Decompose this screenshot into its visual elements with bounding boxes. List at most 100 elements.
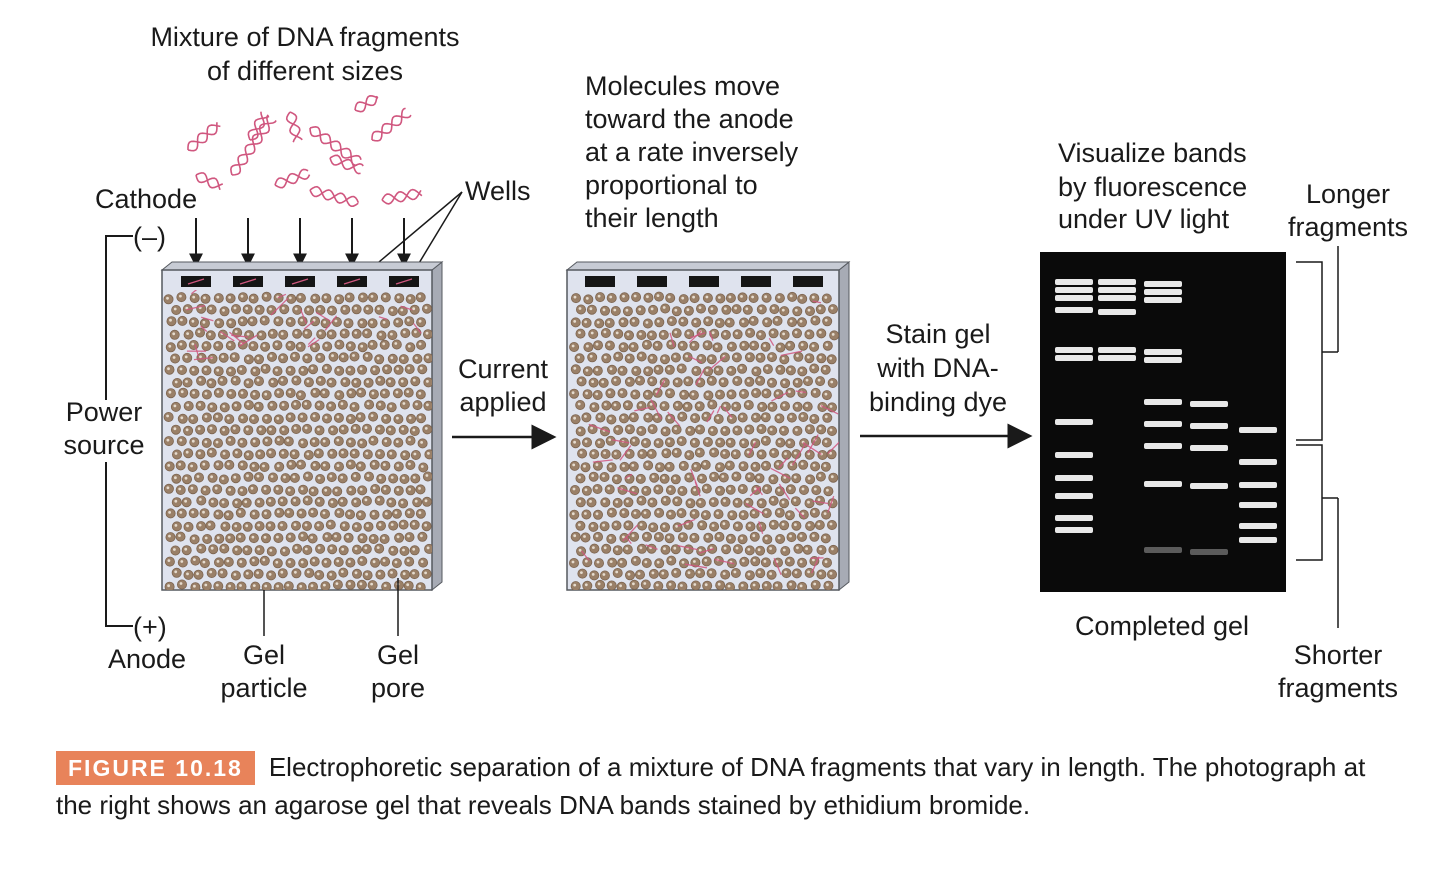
gel-particle (315, 375, 326, 386)
gel-particle-highlight (795, 404, 798, 408)
gel-particle (189, 365, 200, 376)
gel-particle (791, 473, 802, 484)
gel-particle-highlight (747, 330, 751, 334)
gel-particle-highlight (602, 573, 606, 576)
gel-particle-highlight (366, 380, 369, 384)
gel-particle-highlight (771, 450, 775, 454)
gel-particle-highlight (209, 307, 213, 310)
gel-particle-highlight (771, 522, 775, 526)
gel-particle (232, 327, 243, 338)
gel-particle (362, 351, 373, 362)
gel-particle-highlight (378, 476, 382, 480)
gel-particle-highlight (764, 583, 768, 587)
gel-particle-highlight (276, 390, 280, 394)
gel-particle (206, 378, 217, 389)
gel-particle-highlight (252, 439, 256, 443)
gel-particle (727, 510, 738, 521)
gel-particle-highlight (799, 534, 803, 538)
gel-particle-highlight (747, 474, 751, 478)
gel-particle-highlight (202, 462, 206, 466)
gel-particle-highlight (228, 391, 232, 395)
gel-particle (164, 581, 175, 590)
gel-particle (671, 447, 682, 458)
gel-particle (660, 354, 671, 365)
gel-particle (787, 291, 798, 302)
gel-particle (327, 497, 338, 508)
gel-particle (738, 581, 749, 590)
gel-particle-highlight (771, 476, 774, 480)
gel-particle (677, 532, 688, 543)
gel-particle-highlight (174, 524, 178, 527)
gel-particle-highlight (365, 572, 368, 576)
gel-particle-highlight (420, 441, 423, 444)
gel-particle (326, 329, 337, 340)
gel-particle (715, 437, 726, 448)
gel-particle-highlight (680, 584, 683, 587)
gel-particle-highlight (288, 560, 291, 564)
gel-particle-highlight (655, 487, 659, 490)
gel-particle-highlight (408, 416, 412, 420)
gel-particle-highlight (328, 404, 332, 407)
gel-particle-highlight (277, 438, 280, 441)
gel-particle (756, 498, 767, 509)
gel-particle-highlight (668, 583, 672, 586)
gel-particle (809, 531, 820, 542)
gel-particle-highlight (592, 404, 595, 408)
gel-particle (624, 330, 635, 341)
gel-particle-highlight (753, 464, 756, 468)
gel-particle-highlight (223, 524, 226, 527)
gel-particle (393, 437, 404, 448)
gel-particle-highlight (805, 404, 809, 407)
gel-particle (409, 545, 420, 556)
gel-particle (387, 568, 398, 579)
gel-particle (310, 411, 321, 422)
gel-particle (385, 377, 396, 388)
well-dna (239, 278, 257, 285)
gel-particle-highlight (771, 330, 774, 334)
gel-particle (380, 318, 391, 329)
gel-particle-highlight (389, 404, 393, 408)
gel-particle (183, 425, 194, 436)
migrating-fragment (238, 334, 258, 348)
gel-particle (760, 341, 771, 352)
gel-particle-highlight (829, 522, 833, 526)
gel-particle-highlight (286, 583, 290, 587)
gel-particle (769, 447, 780, 458)
gel-particle-highlight (693, 320, 697, 323)
current-applied-label-line1: Current (458, 354, 549, 384)
gel-particle (171, 521, 182, 532)
gel-particle-highlight (656, 534, 660, 538)
gel-particle-highlight (280, 332, 284, 336)
gel-particle (374, 354, 385, 365)
gel-particle (357, 318, 368, 329)
migrating-fragment (190, 290, 198, 295)
gel-particle (253, 401, 264, 412)
gel-particle (815, 495, 826, 506)
gel-particle (394, 532, 405, 543)
gel-particle (273, 414, 284, 425)
mixture-label-line1: Mixture of DNA fragments (150, 22, 459, 52)
gel-particle-highlight (203, 296, 206, 300)
gel-particle (594, 558, 605, 569)
gel-particle-highlight (186, 524, 189, 528)
gel-particle (665, 485, 676, 496)
cathode-sign: (–) (133, 222, 166, 252)
gel-particle-highlight (595, 486, 598, 490)
gel-particle-highlight (788, 368, 792, 371)
gel-particle (338, 424, 349, 435)
gel-particle-highlight (609, 417, 612, 420)
gel-particle (423, 400, 432, 411)
gel-particle-highlight (601, 380, 605, 384)
gel-particle-highlight (264, 294, 267, 298)
gel-particle (218, 352, 229, 363)
gel-particle (412, 497, 423, 508)
gel-particle (273, 316, 284, 327)
gel-particle (781, 568, 792, 579)
gel-particle-highlight (759, 404, 763, 408)
gel-particle-highlight (317, 355, 321, 359)
gel-particle-highlight (573, 534, 577, 538)
gel-particle (405, 294, 416, 305)
gel-particle (248, 533, 259, 544)
gel-particle (380, 556, 391, 567)
gel-particle-highlight (204, 415, 208, 418)
